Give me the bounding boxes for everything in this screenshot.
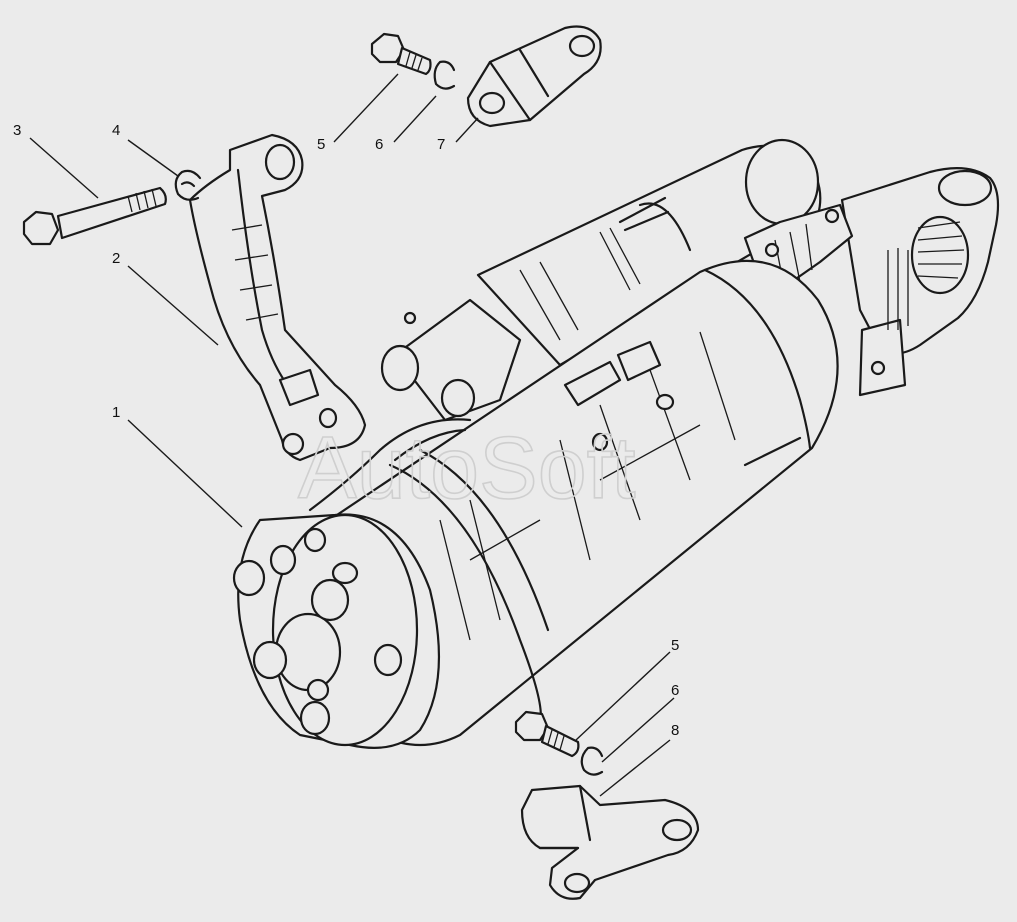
callout-1: 1 xyxy=(112,404,120,421)
callout-7: 7 xyxy=(437,136,445,153)
long-bolt xyxy=(22,186,167,246)
callout-3: 3 xyxy=(13,122,21,139)
callout-5-top: 5 xyxy=(317,136,325,153)
solenoid-terminals xyxy=(308,298,522,512)
callout-labels: 3 4 2 1 5 6 7 5 6 8 xyxy=(13,122,679,739)
bolt-bottom xyxy=(514,710,580,758)
drive-housing xyxy=(840,167,1000,397)
bolt-top xyxy=(370,32,432,76)
callout-6-bottom: 6 xyxy=(671,682,679,699)
leader-lines xyxy=(29,73,675,797)
washer-bottom xyxy=(580,746,604,776)
callout-5-bottom: 5 xyxy=(671,637,679,654)
support-bracket xyxy=(188,133,367,462)
starter-body xyxy=(320,259,839,747)
washer-4 xyxy=(174,169,202,201)
starter-motor xyxy=(232,138,1000,749)
end-cap xyxy=(232,513,441,749)
callout-4: 4 xyxy=(112,122,120,139)
callout-6-top: 6 xyxy=(375,136,383,153)
callout-2: 2 xyxy=(112,250,120,267)
upper-bracket xyxy=(466,25,602,128)
washer-top xyxy=(433,60,456,90)
watermark: AutoSoft xyxy=(298,418,636,517)
callout-8: 8 xyxy=(671,722,679,739)
lower-bracket xyxy=(520,784,700,900)
